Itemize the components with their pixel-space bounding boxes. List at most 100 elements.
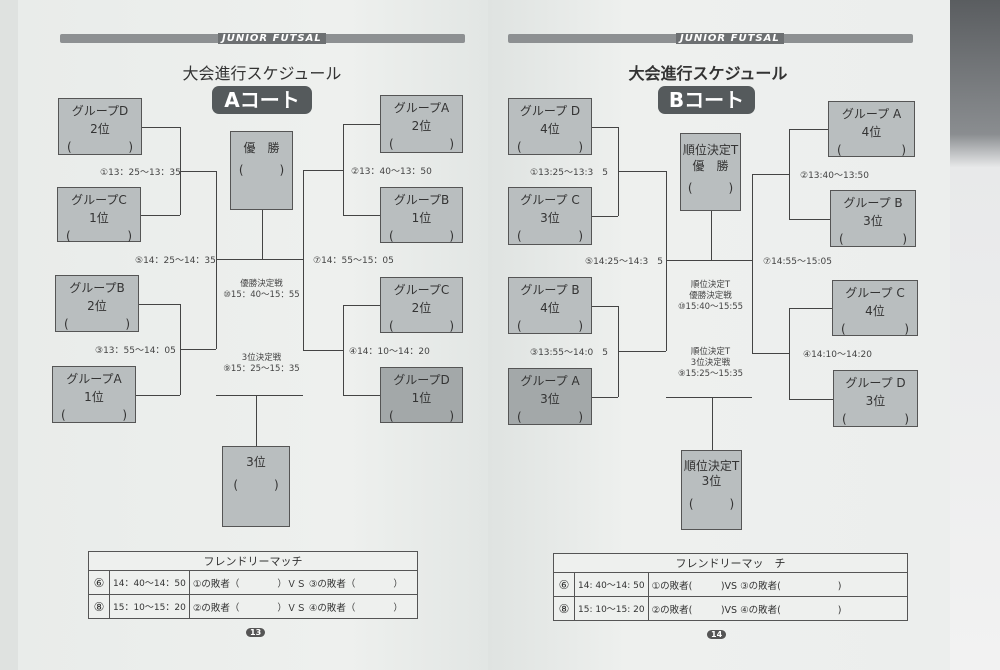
paren-close: ) xyxy=(449,137,454,151)
bracket-line xyxy=(303,169,304,350)
champion-slot[interactable]: 優 勝( ) xyxy=(230,131,293,210)
match-4-time: ④14：10〜14：20 xyxy=(349,347,430,357)
slot-team-blank[interactable]: () xyxy=(56,315,138,333)
bracket-slot-right-1[interactable]: グループA 2位 () xyxy=(380,95,463,153)
slot-team-blank[interactable]: () xyxy=(53,406,135,424)
slot-team-blank[interactable]: () xyxy=(509,408,591,426)
slot-rank: 3位 xyxy=(863,214,883,228)
slot-team-blank[interactable]: () xyxy=(509,138,591,156)
slot-team-blank[interactable]: () xyxy=(834,410,917,428)
slot-group: グループ A xyxy=(520,374,580,388)
slot-rank: 3位 xyxy=(540,211,560,225)
paren-close: ) xyxy=(904,412,909,426)
match-description[interactable]: ①の敗者( )VS ③の敗者( ) xyxy=(647,572,909,597)
slot-team-blank[interactable]: () xyxy=(381,227,462,245)
slot-team-blank[interactable]: () xyxy=(829,141,914,159)
paren-close: ) xyxy=(578,410,583,424)
slot-group: グループA xyxy=(393,101,450,115)
bracket-line xyxy=(142,126,180,128)
bracket-line xyxy=(261,210,263,259)
futsal-logo: JUNIOR FUTSAL xyxy=(676,33,784,44)
bracket-line xyxy=(141,214,180,216)
paren-open: ( xyxy=(517,319,522,333)
background-desk xyxy=(950,0,1000,670)
paren-close: ) xyxy=(902,232,907,246)
bracket-line xyxy=(343,395,380,396)
paren-open: ( xyxy=(389,229,394,243)
slot-team-blank[interactable]: () xyxy=(381,407,462,425)
paren-open: ( xyxy=(61,408,66,422)
bracket-line xyxy=(592,126,618,128)
slot-team-blank[interactable]: () xyxy=(381,135,462,153)
slot-team-blank[interactable]: () xyxy=(509,227,591,245)
champion-slot[interactable]: 順位決定T 優 勝( ) xyxy=(680,133,741,211)
third-match-line: 3位決定戦 xyxy=(690,358,731,368)
slot-group: グループA xyxy=(66,372,122,386)
match-2-time: ②13：40〜13：50 xyxy=(351,166,432,177)
match-time: 14: 40〜14: 50 xyxy=(574,572,649,597)
slot-rank: 2位 xyxy=(90,122,110,136)
bracket-line xyxy=(789,129,790,219)
slot-team-blank[interactable]: () xyxy=(833,320,917,338)
match-1-time: ①13：25〜13：35 xyxy=(100,167,181,178)
paren-close: ) xyxy=(578,229,583,243)
slot-group: グループ A xyxy=(841,107,902,121)
slot-group: グループ C xyxy=(520,193,580,207)
third-match-line: 3位決定戦 xyxy=(241,353,282,363)
final-match-line: 優勝決定戦 xyxy=(689,291,732,301)
match-description[interactable]: ②の敗者（ ）ＶＳ ④の敗者（ ） xyxy=(188,594,419,619)
final-match-line: ⑩15:40〜15:55 xyxy=(677,302,744,312)
paren-close: ) xyxy=(578,319,583,333)
bracket-line xyxy=(180,349,216,350)
paren-close: ) xyxy=(449,229,454,243)
slot-team-blank[interactable]: () xyxy=(381,317,462,335)
slot-group: グループB xyxy=(69,281,125,295)
bracket-line xyxy=(752,353,789,355)
bracket-line xyxy=(789,218,830,220)
paren-open: ( xyxy=(841,322,846,336)
paren-open: ( xyxy=(517,229,522,243)
slot-group: グループD xyxy=(393,373,450,387)
slot-rank: 2位 xyxy=(411,119,432,133)
slot-team-blank[interactable]: () xyxy=(59,138,141,156)
paren-open: ( xyxy=(66,229,71,243)
match-description[interactable]: ①の敗者（ ）ＶＳ ③の敗者（ ） xyxy=(188,570,419,595)
third-place-slot[interactable]: 順位決定T 3位( ) xyxy=(681,450,742,530)
slot-team-blank[interactable]: () xyxy=(831,230,915,248)
paren-open: ( xyxy=(837,143,842,157)
slot-team-blank[interactable]: () xyxy=(58,227,140,245)
slot-group: グループC xyxy=(71,193,127,207)
third-match-line: ⑨15:25〜15:35 xyxy=(677,369,744,379)
third-place-slot[interactable]: 3位( ) xyxy=(222,446,290,527)
slot-rank: 2位 xyxy=(411,301,432,315)
match-1-time: ①13:25〜13:3 5 xyxy=(530,168,608,179)
match-5-time: ⑤14:25〜14:3 5 xyxy=(585,257,663,267)
slot-group: グループ D xyxy=(845,376,906,390)
third-place-label: 順位決定T 3位 xyxy=(683,459,740,488)
match-number: ⑧ xyxy=(88,594,110,619)
bracket-line xyxy=(136,394,180,396)
paren-open: ( xyxy=(517,410,522,424)
bracket-line xyxy=(789,398,833,400)
slot-rank: 4位 xyxy=(540,122,560,136)
match-description[interactable]: ②の敗者( )VS ④の敗者( ) xyxy=(647,596,909,621)
slot-team-blank[interactable]: () xyxy=(509,317,591,335)
bracket-slot-left-2[interactable]: グループ C 3位 () xyxy=(508,187,592,245)
page-number: 13 xyxy=(246,628,266,637)
